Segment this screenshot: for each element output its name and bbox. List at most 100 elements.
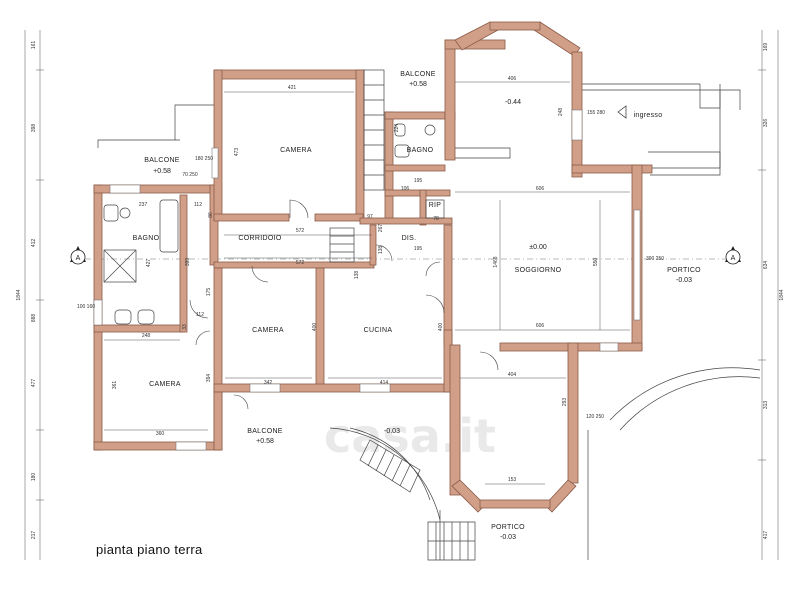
- label-balcone-top: BALCONE: [400, 71, 436, 78]
- dim-right-313: 313: [763, 401, 769, 410]
- dim-left-217: 217: [31, 531, 37, 540]
- watermark-text: casa.it: [324, 409, 496, 463]
- portico-outlines: [97, 83, 761, 561]
- doors: [189, 199, 499, 410]
- dim-right-169: 169: [763, 43, 769, 52]
- window-marks: [93, 109, 641, 451]
- level-soggiorno: ±0.00: [529, 244, 547, 251]
- interior-dimension-lines: [104, 81, 630, 485]
- dim-550: 550: [593, 258, 599, 267]
- level-balcone-top: +0.58: [409, 81, 427, 88]
- dim-112b: 112: [196, 312, 204, 318]
- svg-text:A: A: [731, 255, 736, 262]
- dim-400b: 400: [438, 323, 444, 332]
- dim-175: 175: [206, 288, 212, 297]
- section-marker-left: A: [70, 246, 86, 265]
- label-camera-top: CAMERA: [280, 147, 312, 154]
- left-dimension-chain: 161 398 412 1844 888 477 180 217: [16, 30, 44, 560]
- plan-caption: pianta piano terra: [96, 542, 203, 557]
- level-tower: -0.44: [505, 99, 521, 106]
- dim-100-160: 100 160: [77, 304, 95, 310]
- dim-406a: 406: [508, 76, 517, 82]
- dim-473: 473: [234, 148, 240, 157]
- label-dis: DIS.: [402, 235, 417, 242]
- dim-224: 224: [394, 124, 400, 133]
- dim-361: 361: [112, 381, 118, 390]
- dim-right-634: 634: [763, 261, 769, 270]
- label-balcone-left: BALCONE: [144, 157, 180, 164]
- label-corridoio: CORRIDOIO: [238, 235, 281, 242]
- dim-1468: 1468: [493, 256, 499, 267]
- dim-97: 97: [367, 214, 373, 220]
- dim-606b: 606: [536, 323, 545, 329]
- dim-153: 153: [508, 477, 517, 483]
- dim-248: 248: [142, 333, 151, 339]
- dim-394: 394: [206, 374, 212, 383]
- dim-right-1844: 1844: [779, 289, 785, 300]
- sanitary-fixtures: [103, 123, 445, 325]
- dim-427: 427: [146, 259, 152, 268]
- dim-267: 267: [378, 224, 384, 233]
- svg-text:A: A: [76, 255, 81, 262]
- level-balcone-bottom: +0.58: [256, 438, 274, 445]
- dimension-texts: 421 473 572 572 237 427 399 248 112 112 …: [77, 76, 664, 483]
- dim-right-326: 326: [763, 119, 769, 128]
- dim-left-412: 412: [31, 239, 37, 248]
- level-portico-right: -0.03: [676, 277, 692, 284]
- dim-195b: 195: [414, 246, 423, 252]
- dim-138a: 138: [378, 246, 384, 255]
- label-bagno-top: BAGNO: [407, 147, 434, 154]
- room-labels: CAMERA BALCONE +0.58 BAGNO CORRIDOIO CAM…: [133, 71, 701, 541]
- dim-248b: 248: [558, 108, 564, 117]
- dim-left-1844: 1844: [16, 289, 22, 300]
- level-portico-bottom: -0.03: [500, 534, 516, 541]
- label-ingresso: ingresso: [634, 112, 663, 119]
- interior-stair: [329, 69, 385, 263]
- label-cucina: CUCINA: [364, 327, 393, 334]
- dim-right-417: 417: [763, 531, 769, 540]
- dim-78: 78: [433, 216, 439, 222]
- dim-left-398: 398: [31, 124, 37, 133]
- entrance-arrow-icon: [617, 105, 627, 119]
- dim-left-161: 161: [31, 41, 37, 50]
- dim-120-250: 120 250: [586, 414, 604, 420]
- label-balcone-bottom: BALCONE: [247, 428, 283, 435]
- dim-414: 414: [380, 380, 389, 386]
- dim-342: 342: [264, 380, 273, 386]
- label-soggiorno: SOGGIORNO: [515, 267, 562, 274]
- label-bagno-left: BAGNO: [133, 235, 160, 242]
- dim-572b: 572: [296, 260, 305, 266]
- dim-180-250: 180 250: [195, 156, 213, 162]
- dim-606a: 606: [536, 186, 545, 192]
- dim-70-250: 70 250: [182, 172, 198, 178]
- dim-572a: 572: [296, 228, 305, 234]
- dim-404: 404: [508, 372, 517, 378]
- dim-33: 33: [182, 324, 188, 330]
- exterior-stair: [359, 439, 421, 493]
- label-camera-bottom: CAMERA: [149, 381, 181, 388]
- dim-195a: 195: [414, 178, 423, 184]
- right-dimension-chain: 169 326 634 1844 313 417: [758, 30, 785, 560]
- dim-left-888: 888: [31, 314, 37, 323]
- section-marker-right: A: [725, 246, 741, 265]
- dim-390-250: 390 250: [646, 256, 664, 262]
- label-rip: RIP: [429, 202, 442, 209]
- dim-400a: 400: [312, 323, 318, 332]
- dim-293: 293: [562, 398, 568, 407]
- label-camera-mid: CAMERA: [252, 327, 284, 334]
- dim-399: 399: [185, 258, 191, 267]
- dim-421: 421: [288, 85, 297, 91]
- dim-360: 360: [156, 431, 165, 437]
- level-outside: -0.03: [384, 428, 400, 435]
- dim-106: 106: [401, 186, 410, 192]
- dim-237: 237: [139, 202, 148, 208]
- label-portico-bottom: PORTICO: [491, 524, 525, 531]
- dim-left-180: 180: [31, 473, 37, 482]
- dim-138b: 138: [354, 271, 360, 280]
- dim-left-477: 477: [31, 379, 37, 388]
- dim-155-280: 155 280: [587, 110, 605, 116]
- label-portico-right: PORTICO: [667, 267, 701, 274]
- level-balcone-left: +0.58: [153, 168, 171, 175]
- dim-112a: 112: [194, 202, 202, 208]
